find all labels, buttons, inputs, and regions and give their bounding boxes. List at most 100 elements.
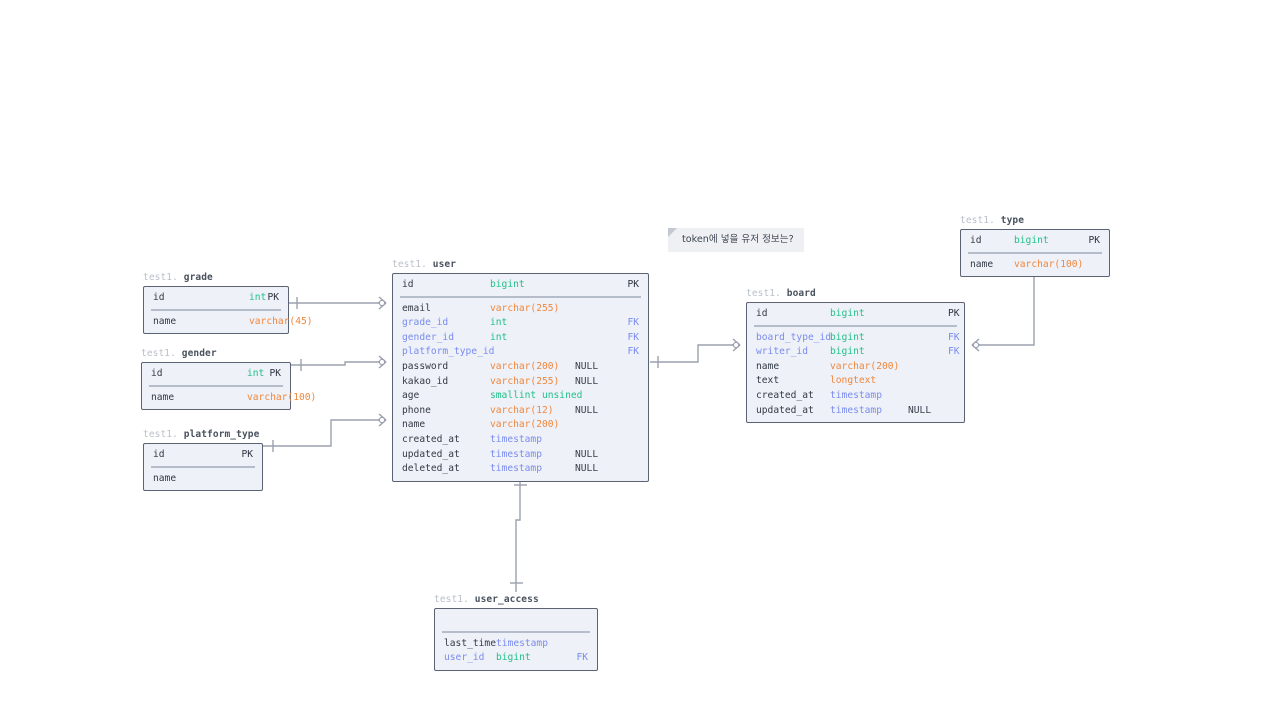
table-row[interactable]: writer_id bigint FK (747, 345, 964, 360)
table-caption: test1. grade (143, 272, 289, 284)
column-nullable: NULL (575, 404, 599, 416)
link-user-board (650, 338, 741, 368)
column-type: bigint (830, 331, 865, 343)
table-name: board (786, 288, 816, 299)
column-nullable: NULL (575, 360, 599, 372)
table-header-row[interactable]: id PK (144, 448, 262, 463)
column-key-badge: PK (1088, 235, 1100, 246)
column-key-badge: FK (948, 331, 960, 343)
table-caption: test1. type (960, 215, 1110, 227)
column-name: name (756, 360, 780, 372)
column-name: id (153, 449, 165, 460)
table-row[interactable]: name (144, 472, 262, 487)
column-name: board_type_id (756, 331, 832, 343)
column-key-badge: FK (627, 346, 639, 358)
note-text: token에 넣을 유저 정보는? (682, 234, 794, 245)
column-name: updated_at (402, 448, 460, 460)
column-type: timestamp (490, 433, 542, 445)
column-nullable: NULL (575, 448, 599, 460)
column-name: phone (402, 404, 431, 416)
column-name: password (402, 360, 449, 372)
table-body: name (144, 468, 262, 491)
table-box[interactable]: id PK name (143, 443, 263, 492)
table-name: grade (183, 272, 213, 283)
column-type: varchar(12) (490, 404, 554, 416)
header-divider (149, 384, 283, 387)
column-key-badge: PK (267, 292, 279, 303)
header-divider (442, 630, 590, 633)
column-type: int (490, 317, 508, 329)
column-type: bigint (830, 346, 865, 358)
sticky-note[interactable]: token에 넣을 유저 정보는? (668, 228, 804, 252)
table-header-row[interactable] (435, 613, 597, 628)
column-key-badge: FK (948, 346, 960, 358)
column-name: writer_id (756, 346, 808, 358)
column-name: last_time (444, 637, 496, 649)
table-caption: test1. board (746, 288, 965, 300)
table-caption: test1. platform_type (143, 429, 263, 441)
column-key-badge: PK (627, 279, 639, 290)
column-type: varchar(200) (830, 360, 900, 372)
column-name: id (151, 368, 163, 379)
column-type: varchar(255) (490, 375, 560, 387)
link-platformtype-user (263, 413, 387, 452)
table-schema: test1. (143, 429, 184, 440)
table-schema: test1. (960, 215, 1001, 226)
table-row[interactable]: name varchar(200) (747, 360, 964, 375)
column-type: timestamp (830, 389, 882, 401)
table-row[interactable]: phone varchar(12) NULL (393, 404, 648, 419)
column-type: int (490, 331, 508, 343)
column-key-badge: PK (241, 449, 253, 460)
column-type: bigint (830, 308, 865, 319)
column-type: varchar(200) (490, 419, 560, 431)
table-header (435, 609, 597, 631)
table-schema: test1. (434, 594, 475, 605)
table-schema: test1. (746, 288, 787, 299)
column-name: name (153, 472, 177, 484)
column-name: name (151, 391, 175, 403)
